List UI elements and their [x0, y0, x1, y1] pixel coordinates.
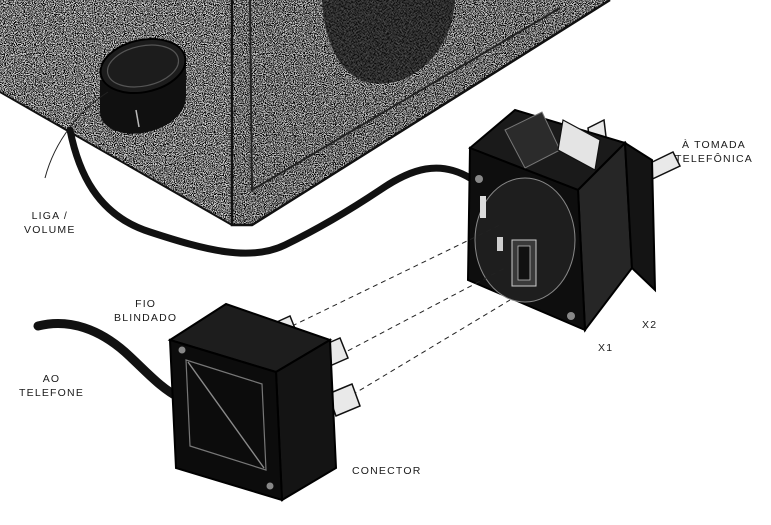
connector-plug — [33, 302, 361, 502]
conector-label: CONECTOR — [352, 465, 422, 477]
x1-label: X1 — [598, 342, 614, 354]
volume-knob — [99, 38, 187, 134]
x2-label: X2 — [642, 319, 658, 331]
telephone-cable — [33, 319, 185, 403]
shielded-cable — [66, 126, 474, 257]
liga-volume-label: LIGA /VOLUME — [24, 210, 76, 236]
outlet-block — [466, 108, 682, 333]
alignment-lines — [291, 224, 511, 396]
